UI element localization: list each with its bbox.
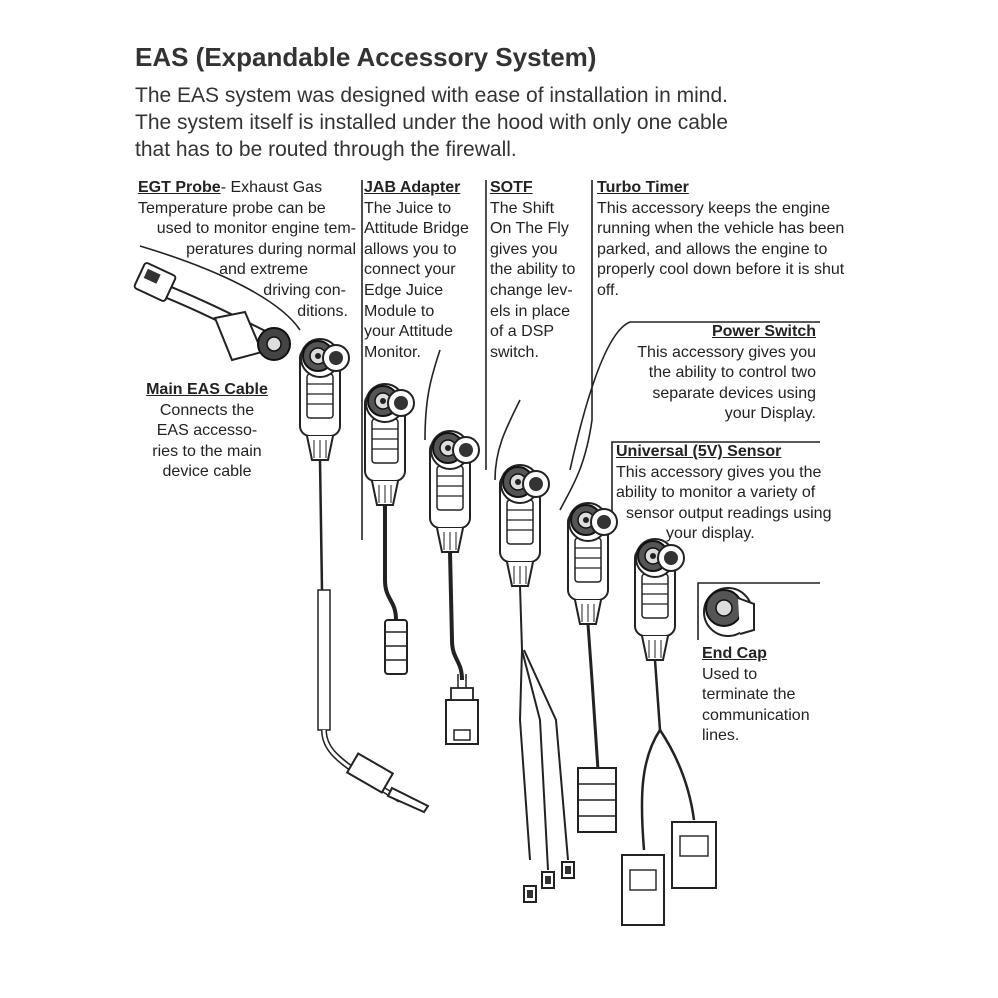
universal-sensor-line: ability to monitor a variety of [616, 484, 816, 502]
jab-adapter-line: allows you to [364, 240, 457, 258]
main-eas-cable-line: Connects the [159, 401, 255, 419]
end-cap-illustration [703, 587, 755, 637]
egt-probe-line: used to monitor engine tem- [156, 220, 356, 238]
sotf-line: els in place [490, 302, 571, 320]
sotf-line: change lev- [490, 281, 573, 299]
jab-adapter-line: Edge Juice [364, 281, 444, 299]
turbo-timer-line: off. [597, 281, 619, 299]
intro-line: The EAS system was designed with ease of… [135, 84, 728, 107]
power-switch-line: the ability to control two [648, 364, 816, 382]
main-eas-cable-illustration [133, 262, 291, 362]
sotf-line: the ability to [490, 261, 576, 279]
jab-adapter-line: The Juice to [364, 199, 452, 217]
turbo-timer-line: parked, and allows the engine to [597, 240, 828, 258]
turbo-timer-line: running when the vehicle has been [597, 220, 845, 238]
turbo-timer-line: This accessory keeps the engine [597, 199, 831, 217]
end-cap-block: End Cap Used to terminate the communicat… [702, 644, 832, 747]
power-switch-line: This accessory gives you [637, 343, 816, 361]
universal-sensor-line: This accessory gives you the [616, 463, 822, 481]
turbo-timer-heading: Turbo Timer [597, 179, 689, 196]
main-eas-cable-block: Main EAS Cable Connects the EAS accesso-… [138, 380, 276, 483]
intro-line: The system itself is installed under the… [135, 111, 728, 134]
power-switch-heading: Power Switch [711, 323, 816, 340]
power-switch-line: your Display. [724, 405, 816, 423]
jab-adapter-line: Attitude Bridge [364, 220, 469, 238]
intro-paragraph: The EAS system was designed with ease of… [135, 82, 835, 163]
main-eas-cable-line: device cable [162, 463, 252, 481]
universal-sensor-line: your display. [666, 525, 755, 543]
egt-probe-heading-suffix: - Exhaust Gas [220, 179, 323, 196]
universal-sensor-illustration [621, 538, 717, 926]
egt-probe-line: peratures during normal [186, 240, 356, 258]
power-switch-block: Power Switch This accessory gives you th… [600, 322, 816, 425]
sotf-line: switch. [490, 343, 539, 361]
jab-adapter-line: Monitor. [364, 343, 421, 361]
power-switch-illustration [567, 502, 618, 833]
jab-adapter-heading: JAB Adapter [364, 179, 461, 196]
universal-sensor-heading: Universal (5V) Sensor [616, 443, 782, 460]
sotf-line: The Shift [490, 199, 555, 217]
sotf-line: gives you [490, 240, 558, 258]
end-cap-line: terminate the [702, 686, 796, 704]
egt-probe-block: EGT Probe- Exhaust Gas Temperature probe… [138, 178, 356, 322]
end-cap-heading: End Cap [702, 645, 767, 662]
main-eas-cable-line: ries to the main [152, 442, 262, 460]
turbo-timer-line: properly cool down before it is shut [597, 261, 845, 279]
sotf-heading: SOTF [490, 179, 533, 196]
intro-line: that has to be routed through the firewa… [135, 138, 517, 161]
end-cap-line: Used to [702, 665, 758, 683]
end-cap-line: lines. [702, 727, 740, 745]
egt-probe-line: driving con- [263, 281, 346, 299]
sotf-line: of a DSP [490, 323, 555, 341]
sotf-illustration [429, 430, 480, 745]
page-title: EAS (Expandable Accessory System) [135, 42, 597, 72]
jab-adapter-block: JAB Adapter The Juice to Attitude Bridge… [364, 178, 482, 363]
universal-sensor-line: sensor output readings using [626, 504, 832, 522]
jab-adapter-line: connect your [364, 261, 456, 279]
jab-adapter-line: your Attitude [364, 323, 453, 341]
end-cap-line: communication [702, 706, 810, 724]
egt-probe-line: and extreme [219, 261, 308, 279]
turbo-timer-block: Turbo Timer This accessory keeps the eng… [597, 178, 877, 302]
egt-probe-line: Temperature probe can be [138, 199, 326, 217]
sotf-block: SOTF The Shift On The Fly gives you the … [490, 178, 590, 363]
egt-probe-illustration [299, 338, 430, 814]
egt-probe-heading: EGT Probe [138, 179, 221, 196]
main-eas-cable-heading: Main EAS Cable [146, 381, 268, 398]
jab-adapter-line: Module to [364, 302, 435, 320]
main-eas-cable-line: EAS accesso- [156, 422, 258, 440]
egt-probe-line: ditions. [297, 302, 348, 320]
turbo-timer-illustration [499, 464, 575, 903]
power-switch-line: separate devices using [652, 384, 816, 402]
sotf-line: On The Fly [490, 220, 569, 238]
jab-adapter-illustration [364, 383, 415, 675]
universal-sensor-block: Universal (5V) Sensor This accessory giv… [616, 442, 856, 545]
